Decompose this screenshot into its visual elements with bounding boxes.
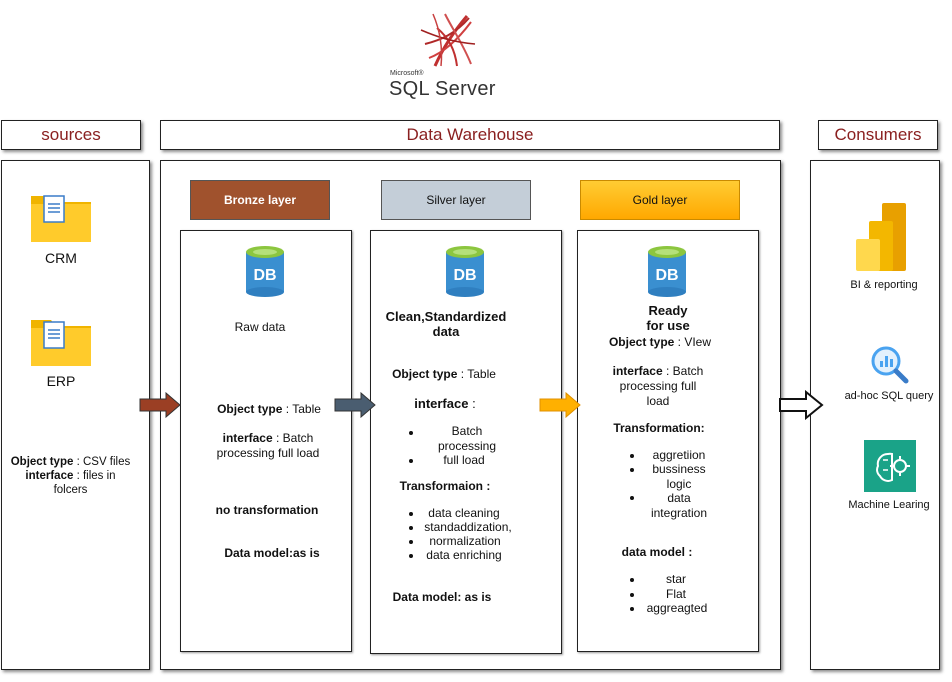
logo-product: SQL Server	[389, 78, 496, 100]
bronze-transformation: no transformation	[215, 503, 319, 517]
bronze-data-model: Data model:as is	[224, 546, 320, 560]
consumers-arrow-icon	[778, 389, 824, 425]
crm-label: CRM	[45, 250, 77, 266]
gold-object-type-value: : VIew	[677, 335, 712, 349]
erp-label: ERP	[46, 373, 76, 389]
gold-transformation-bullet-2	[630, 468, 634, 472]
consumers-header: Consumers	[818, 120, 938, 150]
silver-transformation-item-1: data cleaning	[428, 506, 500, 520]
bronze-arrow-icon	[138, 391, 182, 423]
silver-transformation-bullet-3	[409, 540, 413, 544]
gold-layer-box	[577, 230, 759, 652]
gold-transformation-item-2: bussiness logic	[652, 462, 706, 491]
silver-interface: interface :	[400, 396, 490, 411]
sql-server-logo-icon	[420, 13, 476, 67]
machine-learning-label: Machine Learing	[848, 499, 930, 511]
gold-data-model-item-2: Flat	[665, 587, 686, 601]
svg-text:DB: DB	[655, 267, 678, 284]
sources-meta: Object type : CSV files interface : file…	[8, 455, 133, 497]
gold-transformation-item-1: aggretiion	[652, 448, 706, 462]
gold-layer-header: Gold layer	[580, 180, 740, 220]
bronze-layer-box	[180, 230, 352, 652]
power-bi-icon	[854, 203, 910, 278]
silver-interface-item-1: Batch processing	[437, 424, 497, 453]
silver-desc: Clean,Standardized data	[385, 309, 507, 339]
bronze-database-icon: DB	[245, 244, 287, 303]
silver-layer-header: Silver layer	[381, 180, 531, 220]
sources-object-type-value: : CSV files	[76, 456, 131, 468]
silver-interface-label: interface	[414, 396, 469, 411]
silver-transformation-item-4: data enriching	[426, 548, 502, 562]
logo-microsoft: Microsoft®	[390, 70, 424, 77]
bronze-object-type: Object type : Table	[180, 402, 358, 417]
gold-object-type: Object type : VIew	[595, 335, 725, 350]
silver-arrow-icon	[333, 391, 377, 423]
gold-data-model-label: data model :	[621, 545, 693, 559]
gold-transformation-bullet-1	[630, 454, 634, 458]
silver-transformation-bullet-2	[409, 526, 413, 530]
gold-interface-value: : Batch processing full load	[619, 364, 704, 408]
silver-interface-item-2: full load	[443, 453, 485, 467]
bronze-object-type-value: : Table	[285, 402, 321, 416]
gold-data-model-item-3: aggreagted	[646, 601, 708, 615]
gold-data-model-bullet-3	[630, 607, 634, 611]
gold-desc: Ready for use	[646, 303, 690, 333]
svg-text:DB: DB	[253, 267, 276, 284]
gold-object-type-label: Object type	[608, 335, 675, 349]
gold-interface-label: interface	[612, 364, 663, 378]
gold-database-icon: DB	[647, 244, 689, 303]
sql-server-logo: Microsoft® SQL Server	[385, 8, 505, 100]
bronze-layer-title: Bronze layer	[223, 193, 297, 207]
warehouse-header-label: Data Warehouse	[406, 125, 534, 144]
silver-layer-title: Silver layer	[426, 193, 486, 207]
silver-object-type: Object type : Table	[380, 367, 508, 382]
sources-panel	[1, 160, 150, 670]
erp-folder-icon	[30, 314, 92, 373]
bronze-interface-label: interface	[222, 431, 273, 445]
warehouse-header: Data Warehouse	[160, 120, 780, 150]
silver-transformation-label: Transformaion :	[399, 479, 491, 493]
svg-text:DB: DB	[453, 267, 476, 284]
bi-reporting-label: BI & reporting	[850, 279, 918, 291]
gold-arrow-icon	[538, 391, 582, 423]
crm-folder-icon	[30, 190, 92, 249]
gold-transformation-label: Transformation:	[613, 421, 705, 435]
sources-interface-label: interface	[25, 470, 74, 482]
silver-data-model: Data model: as is	[392, 590, 492, 604]
bronze-layer-header: Bronze layer	[190, 180, 330, 220]
bronze-object-type-label: Object type	[217, 402, 283, 416]
gold-transformation-bullet-3	[630, 496, 634, 500]
gold-data-model-item-1: star	[665, 572, 686, 586]
sources-object-type-label: Object type	[10, 456, 74, 468]
silver-object-type-label: Object type	[392, 367, 458, 381]
gold-transformation-item-3: data integration	[650, 491, 708, 520]
gold-data-model-bullet-1	[630, 578, 634, 582]
silver-database-icon: DB	[445, 244, 487, 303]
ad-hoc-sql-label: ad-hoc SQL query	[844, 390, 934, 402]
sources-header-label: sources	[41, 125, 101, 144]
bronze-interface-value: : Batch processing full load	[216, 431, 320, 460]
gold-data-model-bullet-2	[630, 593, 634, 597]
sources-header: sources	[1, 120, 141, 150]
search-analytics-icon	[870, 345, 910, 390]
silver-object-type-value: : Table	[460, 367, 496, 381]
machine-learning-icon	[864, 440, 916, 497]
silver-interface-value: :	[472, 396, 476, 411]
gold-interface: interface : Batch processing full load	[608, 364, 708, 409]
silver-interface-bullet-1	[409, 431, 413, 435]
consumers-header-label: Consumers	[834, 125, 922, 144]
silver-interface-bullet-2	[409, 459, 413, 463]
silver-transformation-bullet-1	[409, 512, 413, 516]
bronze-interface: interface : Batch processing full load	[213, 431, 323, 461]
bronze-desc: Raw data	[234, 320, 286, 334]
silver-transformation-item-2: standaddization,	[424, 520, 512, 534]
silver-transformation-item-3: normalization	[429, 534, 501, 548]
silver-transformation-bullet-4	[409, 554, 413, 558]
sources-interface-value: : files in folcers	[53, 470, 116, 496]
silver-layer-box	[370, 230, 562, 654]
gold-layer-title: Gold layer	[632, 193, 688, 207]
